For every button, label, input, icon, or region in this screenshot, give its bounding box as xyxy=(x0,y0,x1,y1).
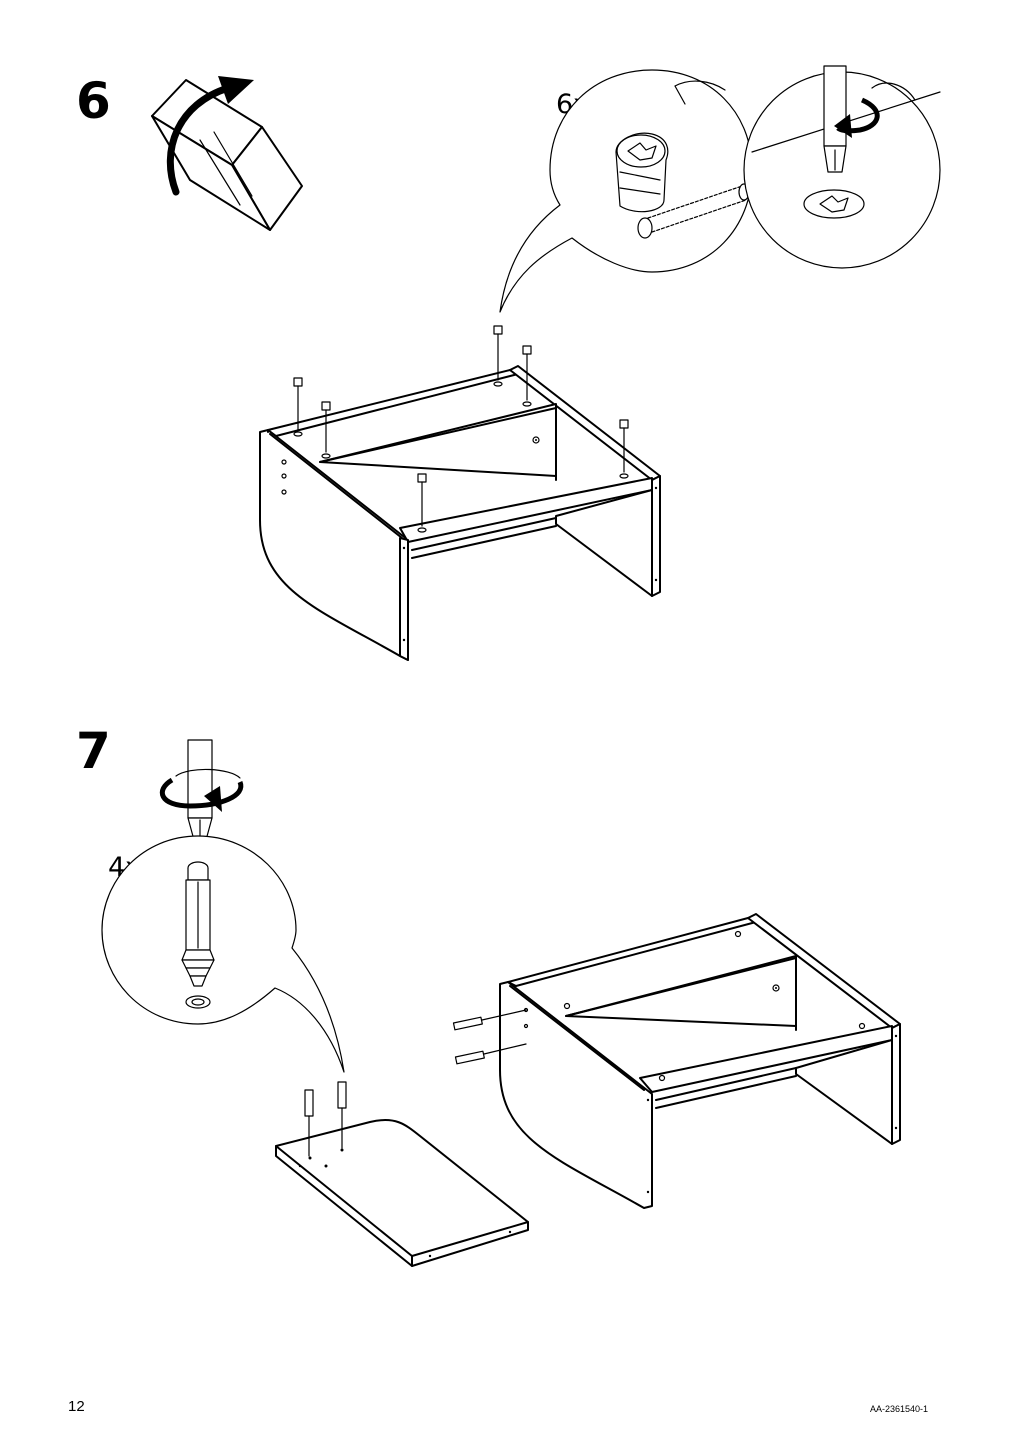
rotate-hint xyxy=(151,76,303,231)
step-7-frame xyxy=(452,913,901,1209)
cam-insert-markers xyxy=(293,325,629,533)
board-dowels xyxy=(304,1081,347,1157)
cam-lock-icon xyxy=(615,132,669,213)
dowel-icon xyxy=(637,183,750,239)
step-6-frame xyxy=(259,325,661,661)
rotate-arrow-icon xyxy=(166,84,232,196)
step-7-number: 7 xyxy=(76,722,111,780)
step-7-screwdriver xyxy=(159,739,244,841)
screwdriver-icon xyxy=(823,65,847,173)
page-number: 12 xyxy=(68,1398,85,1415)
wooden-dowel-icon xyxy=(181,861,215,1009)
dowel-detail-bubble xyxy=(101,835,345,1073)
step-6-number: 6 xyxy=(76,72,111,130)
document-code: AA-2361540-1 xyxy=(870,1404,929,1414)
cam-lock-detail-bubble xyxy=(499,69,861,313)
bottom-board xyxy=(275,1081,529,1267)
side-dowels xyxy=(452,1009,527,1065)
screwdriver-detail-bubble xyxy=(743,65,941,269)
rotate-arrow-head xyxy=(218,76,254,104)
